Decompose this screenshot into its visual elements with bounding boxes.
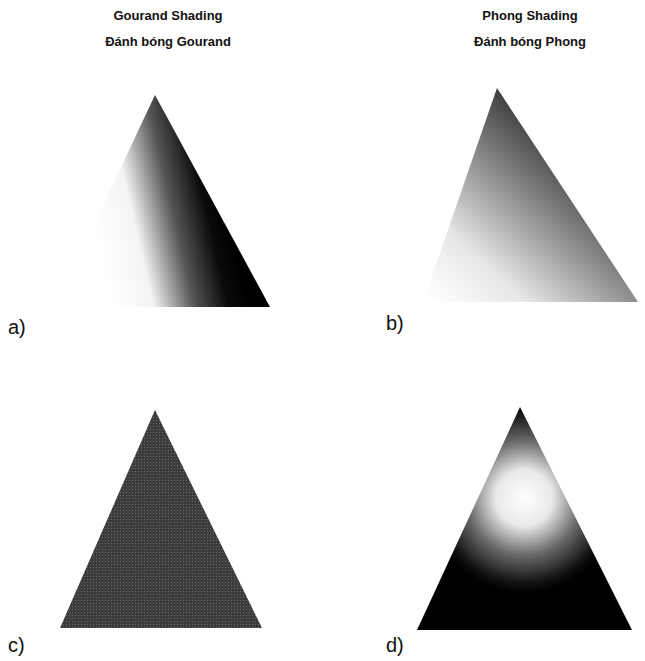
- column-heading: Đánh bóng Gourand: [105, 34, 231, 49]
- panel-label: a): [8, 316, 26, 339]
- phong-triangle-b: [423, 88, 638, 302]
- panel-label: b): [386, 312, 404, 335]
- gouraud-triangle-c: [60, 410, 262, 628]
- panel-label: c): [8, 634, 25, 657]
- column-heading: Đánh bóng Phong: [474, 34, 586, 49]
- panel-label: d): [386, 634, 404, 657]
- gouraud-triangle-a: [55, 95, 270, 307]
- column-heading: Phong Shading: [482, 8, 577, 23]
- column-heading: Gourand Shading: [113, 8, 222, 23]
- phong-triangle-d: [417, 407, 632, 630]
